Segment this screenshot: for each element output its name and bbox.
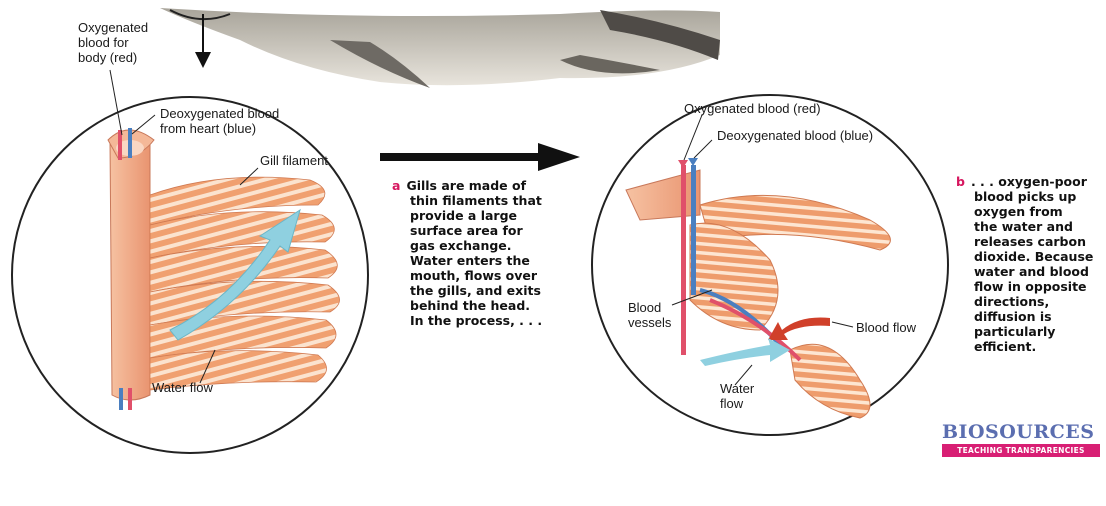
caption-line: thin filaments that — [392, 193, 542, 208]
caption-line: water and blood — [956, 264, 1093, 279]
caption-line: particularly — [956, 324, 1093, 339]
caption-letter: a — [392, 178, 400, 193]
label-line: body (red) — [78, 50, 148, 65]
label-deoxygenated-blood: Deoxygenated blood (blue) — [717, 128, 873, 143]
biosources-logo: BIOSOURCES TEACHING TRANSPARENCIES — [942, 421, 1100, 459]
brand-name: BIOSOURCES — [942, 421, 1100, 443]
label-line: Oxygenated — [78, 20, 148, 35]
label-line: flow — [720, 396, 754, 411]
connector-arrow — [380, 143, 580, 171]
caption-letter: b — [956, 174, 965, 189]
label-line: Water — [720, 381, 754, 396]
caption-line: dioxide. Because — [956, 249, 1093, 264]
caption-line: mouth, flows over — [392, 268, 542, 283]
label-water-flow-right: Water flow — [720, 381, 754, 411]
caption-line: provide a large — [392, 208, 542, 223]
caption-line: efficient. — [956, 339, 1093, 354]
caption-line: directions, — [956, 294, 1093, 309]
label-line: vessels — [628, 315, 671, 330]
label-blood-vessels: Blood vessels — [628, 300, 671, 330]
caption-line: blood picks up — [956, 189, 1093, 204]
label-oxygenated-body: Oxygenated blood for body (red) — [78, 20, 148, 65]
caption-line: oxygen from — [956, 204, 1093, 219]
label-deoxygenated-heart: Deoxygenated blood from heart (blue) — [160, 106, 279, 136]
label-line: blood for — [78, 35, 148, 50]
caption-line: releases carbon — [956, 234, 1093, 249]
brand-tagline: TEACHING TRANSPARENCIES — [942, 444, 1100, 457]
caption-line: flow in opposite — [956, 279, 1093, 294]
caption-line: surface area for — [392, 223, 542, 238]
caption-line: the water and — [956, 219, 1093, 234]
label-blood-flow: Blood flow — [856, 320, 916, 335]
fish-illustration — [160, 8, 720, 88]
label-line: Deoxygenated blood — [160, 106, 279, 121]
label-gill-filament: Gill filament — [260, 153, 328, 168]
caption-line: Gills are made of — [406, 178, 526, 193]
caption-line: the gills, and exits — [392, 283, 542, 298]
label-oxygenated-blood: Oxygenated blood (red) — [684, 101, 821, 116]
right-detail-circle — [592, 95, 948, 435]
caption-line: gas exchange. — [392, 238, 542, 253]
label-line: from heart (blue) — [160, 121, 279, 136]
caption-a: a Gills are made of thin filaments that p… — [392, 178, 542, 328]
caption-line: . . . oxygen-poor — [971, 174, 1087, 189]
caption-line: Water enters the — [392, 253, 542, 268]
label-water-flow-left: Water flow — [152, 380, 213, 395]
caption-b: b . . . oxygen-poor blood picks up oxygen… — [956, 174, 1093, 354]
label-line: Blood — [628, 300, 671, 315]
caption-line: In the process, . . . — [392, 313, 542, 328]
caption-line: diffusion is — [956, 309, 1093, 324]
caption-line: behind the head. — [392, 298, 542, 313]
